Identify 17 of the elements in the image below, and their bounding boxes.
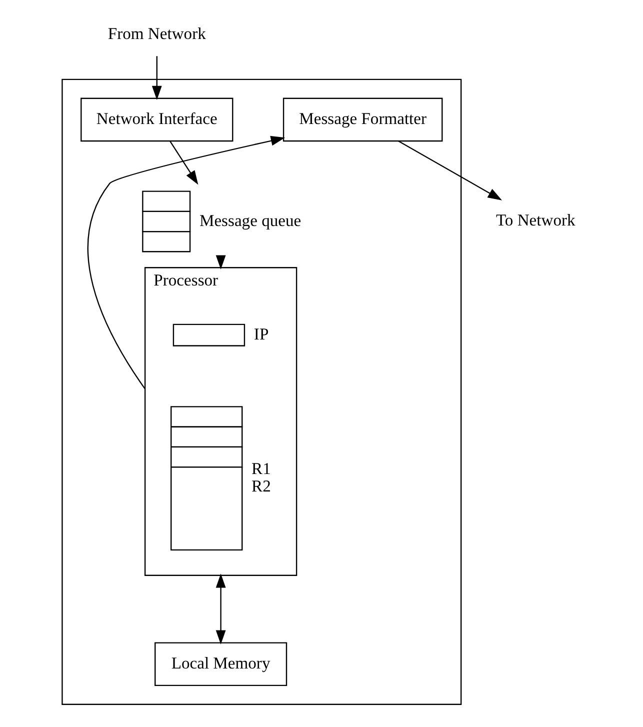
arrow — [151, 56, 162, 100]
node-box: Message Formatter — [282, 98, 442, 142]
arrow — [169, 141, 198, 185]
cluster — [61, 78, 462, 705]
arrow — [215, 255, 226, 270]
node-box: Local Memory — [154, 642, 287, 686]
node-box: Network Interface — [80, 98, 233, 142]
arrow — [215, 574, 226, 644]
arrow — [86, 136, 285, 390]
node-label: R1 — [251, 458, 270, 478]
node-label: IP — [253, 324, 268, 344]
node-text: To Network — [495, 210, 575, 230]
node-label: R2 — [251, 476, 270, 496]
node-text: From Network — [107, 24, 206, 43]
node-label: Message queue — [199, 210, 301, 230]
arrow — [398, 140, 502, 200]
node-box — [172, 324, 245, 346]
